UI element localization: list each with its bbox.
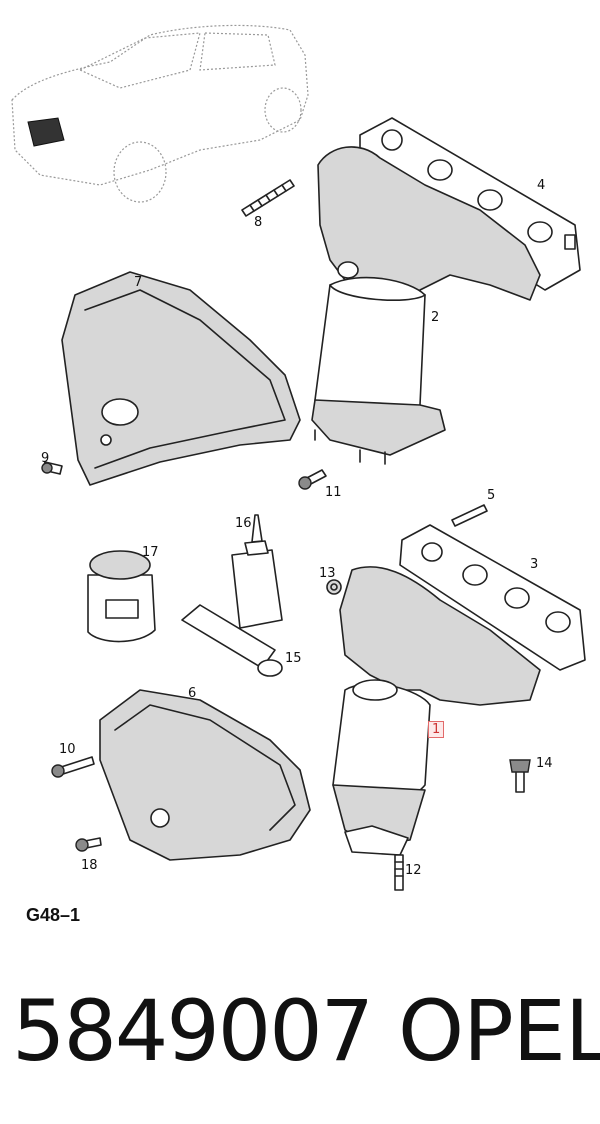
- part-number: 5849007: [12, 982, 374, 1080]
- part-16-sealant-bottle: [231, 514, 283, 629]
- callout-12: 12: [405, 863, 422, 878]
- callout-10: 10: [59, 742, 76, 757]
- callout-13: 13: [319, 566, 336, 581]
- part-7-heat-shield: [61, 271, 301, 486]
- callout-11: 11: [325, 485, 342, 500]
- part-11-bolt: [298, 469, 327, 490]
- part-9-bolt: [41, 461, 63, 475]
- part-5-stud: [451, 504, 488, 527]
- callout-4: 4: [537, 178, 546, 193]
- callout-5: 5: [487, 488, 496, 503]
- callout-8: 8: [254, 215, 263, 230]
- callout-1: 1: [428, 721, 445, 738]
- part-10-bolt: [51, 756, 95, 778]
- part-2-manifold-converter: [311, 146, 541, 465]
- callout-15: 15: [285, 651, 302, 666]
- part-13-nut: [326, 579, 342, 595]
- part-14-bolt: [509, 759, 531, 793]
- car-outline-illustration: [11, 24, 309, 203]
- callout-16: 16: [235, 516, 252, 531]
- diagram-code: G48–1: [26, 905, 81, 925]
- part-12-stud: [394, 854, 404, 891]
- part-3-gasket: [399, 524, 586, 671]
- callout-17: 17: [142, 545, 159, 560]
- part-8-stud: [241, 179, 295, 217]
- callout-6: 6: [188, 686, 197, 701]
- callout-3: 3: [530, 557, 539, 572]
- callout-18: 18: [81, 858, 98, 873]
- part-6-heat-shield: [99, 689, 311, 861]
- exploded-parts-diagram: [11, 24, 586, 891]
- part-1-manifold-converter: [332, 566, 541, 856]
- grille-highlight: [27, 117, 65, 147]
- part-15-paste-tube: [181, 604, 283, 677]
- callout-2: 2: [431, 310, 440, 325]
- part-17-jar: [87, 550, 156, 643]
- callout-7: 7: [134, 275, 143, 290]
- part-18-bolt: [75, 837, 102, 852]
- brand-name: OPEL: [398, 982, 600, 1080]
- callout-14: 14: [536, 756, 553, 771]
- callout-9: 9: [41, 451, 50, 466]
